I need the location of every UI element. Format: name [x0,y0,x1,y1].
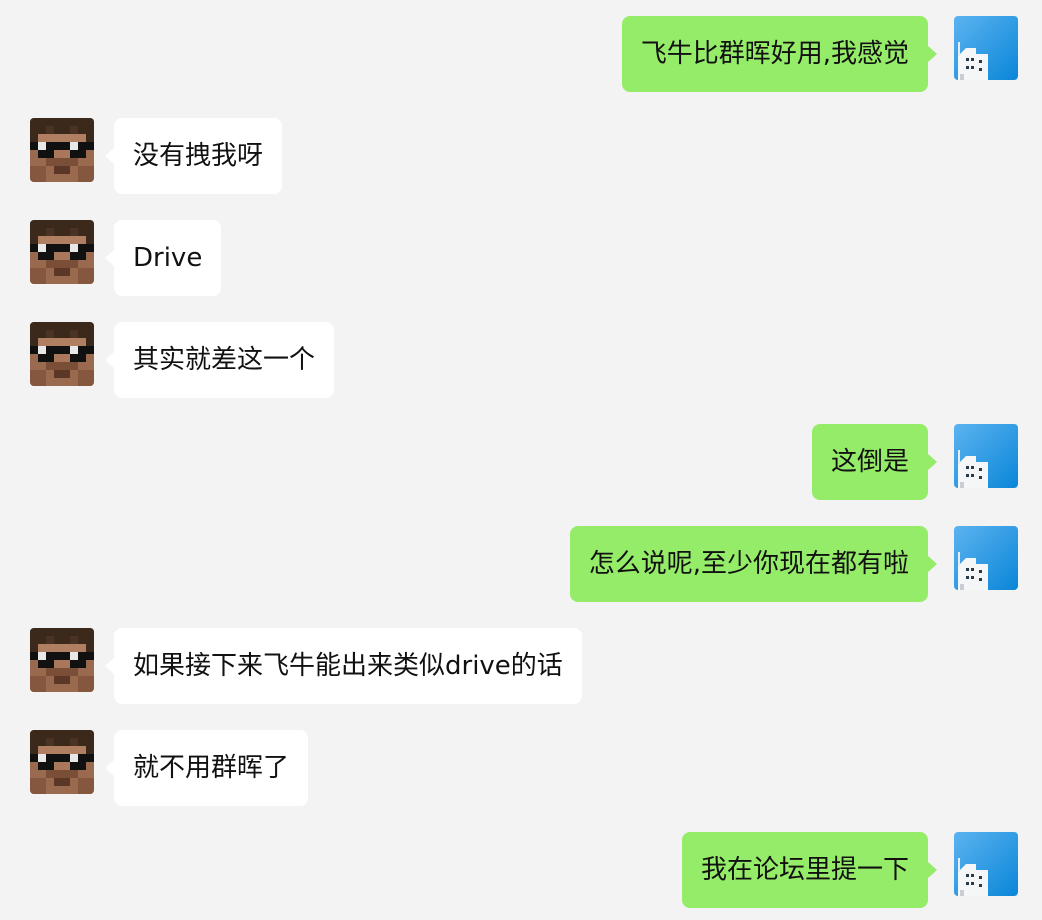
message-bubble[interactable]: 没有拽我呀 [104,118,283,194]
pixel-sunglasses-avatar[interactable] [30,118,94,182]
message-row: 这倒是 [0,424,1042,500]
message-row: 我在论坛里提一下 [0,832,1042,908]
message-bubble[interactable]: 就不用群晖了 [104,730,309,806]
message-bubble[interactable]: Drive [104,220,222,296]
building-sky-avatar[interactable] [954,832,1018,896]
message-row: 飞牛比群晖好用,我感觉 [0,16,1042,92]
message-bubble[interactable]: 如果接下来飞牛能出来类似drive的话 [105,628,582,704]
message-bubble[interactable]: 其实就差这一个 [104,322,335,398]
building-sky-avatar[interactable] [954,526,1018,590]
message-bubble[interactable]: 飞牛比群晖好用,我感觉 [621,16,938,92]
pixel-sunglasses-avatar[interactable] [30,220,94,284]
message-row: Drive [0,220,1042,296]
pixel-sunglasses-avatar[interactable] [30,322,94,386]
message-bubble[interactable]: 怎么说呢,至少你现在都有啦 [569,526,938,602]
pixel-sunglasses-avatar[interactable] [30,730,94,794]
message-row: 如果接下来飞牛能出来类似drive的话 [0,628,1042,704]
message-row: 其实就差这一个 [0,322,1042,398]
message-row: 怎么说呢,至少你现在都有啦 [0,526,1042,602]
message-bubble[interactable]: 我在论坛里提一下 [681,832,938,908]
building-sky-avatar[interactable] [954,424,1018,488]
building-sky-avatar[interactable] [954,16,1018,80]
message-bubble[interactable]: 这倒是 [811,424,938,500]
message-row: 就不用群晖了 [0,730,1042,806]
message-row: 没有拽我呀 [0,118,1042,194]
pixel-sunglasses-avatar[interactable] [30,628,94,692]
